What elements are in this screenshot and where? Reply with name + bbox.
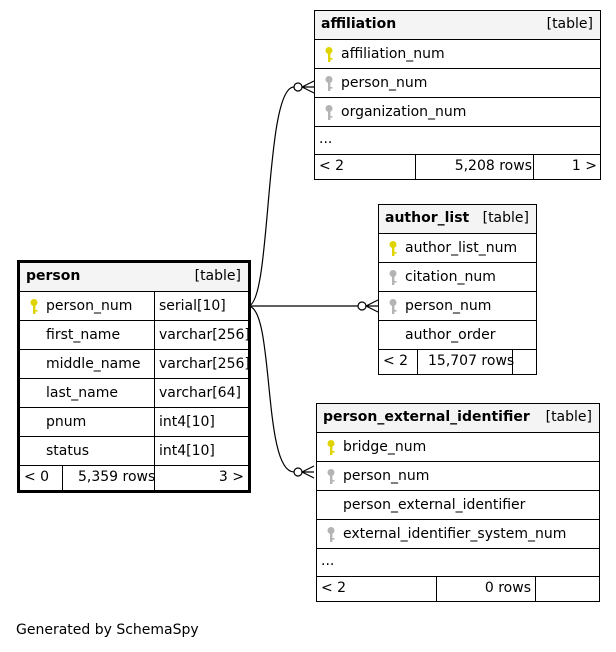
foreign-key-icon [389,270,397,285]
more-columns-row: ... [317,549,599,577]
link-external-identifier-crowfoot [301,465,315,479]
link-author-list-crowfoot [365,299,379,313]
column-row[interactable]: person_num serial[10] [20,292,248,321]
column-type: varchar[64] [159,385,241,401]
column-name: person_num [343,468,430,484]
table-kind: [table] [545,409,592,425]
column-name: person_external_identifier [343,497,526,513]
more-columns-text: ... [321,553,335,569]
row-count: 5,359 rows [78,469,156,485]
link-person-external-identifier [247,305,295,473]
column-name: status [46,443,90,459]
primary-key-icon [327,440,335,455]
column-type: int4[10] [159,443,215,459]
column-name: citation_num [405,269,496,285]
table-name: person [26,268,81,284]
column-row[interactable]: pnum int4[10] [20,408,248,437]
table-person[interactable]: person [table] person_num serial[10] fir… [17,260,251,493]
row-count: 0 rows [484,580,531,596]
column-name: author_list_num [405,240,518,256]
table-footer: < 2 5,208 rows 1 > [315,155,600,179]
table-kind: [table] [546,16,593,32]
column-row[interactable]: middle_name varchar[256] [20,350,250,379]
column-name: middle_name [46,356,141,372]
column-row[interactable]: first_name varchar[256] [20,321,250,350]
table-affiliation[interactable]: affiliation [table] affiliation_num pers… [314,10,601,180]
parent-count: < 2 [321,580,347,596]
table-footer: < 0 5,359 rows 3 > [20,466,248,490]
table-header: author_list [table] [379,205,536,234]
link-author-list-optional-marker [357,301,367,311]
child-count: 3 > [218,469,244,485]
child-count: 1 > [571,158,597,174]
foreign-key-icon [327,527,335,542]
column-row[interactable]: author_order [379,321,536,350]
generated-by-credit: Generated by SchemaSpy [16,622,199,638]
column-row[interactable]: person_num [315,69,600,98]
table-header: person [table] [20,263,248,292]
column-row[interactable]: citation_num [379,263,536,292]
primary-key-icon [30,299,38,314]
parent-count: < 2 [383,353,409,369]
table-footer: < 2 0 rows [317,577,599,601]
column-row[interactable]: bridge_num [317,433,599,462]
foreign-key-icon [389,299,397,314]
primary-key-icon [389,241,397,256]
column-row[interactable]: status int4[10] [20,437,248,466]
column-name: first_name [46,327,121,343]
column-name: organization_num [341,104,467,120]
table-header: affiliation [table] [315,11,600,40]
column-type: serial[10] [159,298,226,314]
column-type: varchar[256] [159,356,250,372]
column-name: external_identifier_system_num [343,526,567,542]
column-name: last_name [46,385,118,401]
column-row[interactable]: organization_num [315,98,600,127]
parent-count: < 0 [24,469,50,485]
column-row[interactable]: author_list_num [379,234,536,263]
link-person-affiliation [247,86,295,307]
column-name: author_order [405,327,496,343]
column-row[interactable]: person_num [379,292,536,321]
link-external-identifier-optional-marker [293,467,303,477]
foreign-key-icon [325,76,333,91]
column-row[interactable]: affiliation_num [315,40,600,69]
foreign-key-icon [327,469,335,484]
column-name: affiliation_num [341,46,445,62]
table-name: affiliation [321,16,397,32]
foreign-key-icon [325,105,333,120]
column-row[interactable]: last_name varchar[64] [20,379,248,408]
row-count: 15,707 rows [428,353,515,369]
column-type: varchar[256] [159,327,250,343]
column-row[interactable]: person_num [317,462,599,491]
table-person-external-identifier[interactable]: person_external_identifier [table] bridg… [316,403,600,602]
column-name: person_num [341,75,428,91]
table-name: author_list [385,210,470,226]
more-columns-text: ... [319,131,333,147]
row-count: 5,208 rows [454,158,532,174]
column-row[interactable]: person_external_identifier [317,491,599,520]
column-row[interactable]: external_identifier_system_num [317,520,599,549]
more-columns-row: ... [315,127,600,155]
column-name: person_num [405,298,492,314]
table-name: person_external_identifier [323,409,530,425]
link-affiliation-optional-marker [293,82,303,92]
table-footer: < 2 15,707 rows [379,350,536,374]
column-name: bridge_num [343,439,427,455]
column-name: person_num [46,298,133,314]
table-header: person_external_identifier [table] [317,404,599,433]
table-author-list[interactable]: author_list [table] author_list_num cita… [378,204,537,375]
primary-key-icon [325,47,333,62]
parent-count: < 2 [319,158,345,174]
table-kind: [table] [482,210,529,226]
column-name: pnum [46,414,87,430]
column-type: int4[10] [159,414,215,430]
link-affiliation-crowfoot [301,80,315,94]
table-kind: [table] [194,268,241,284]
